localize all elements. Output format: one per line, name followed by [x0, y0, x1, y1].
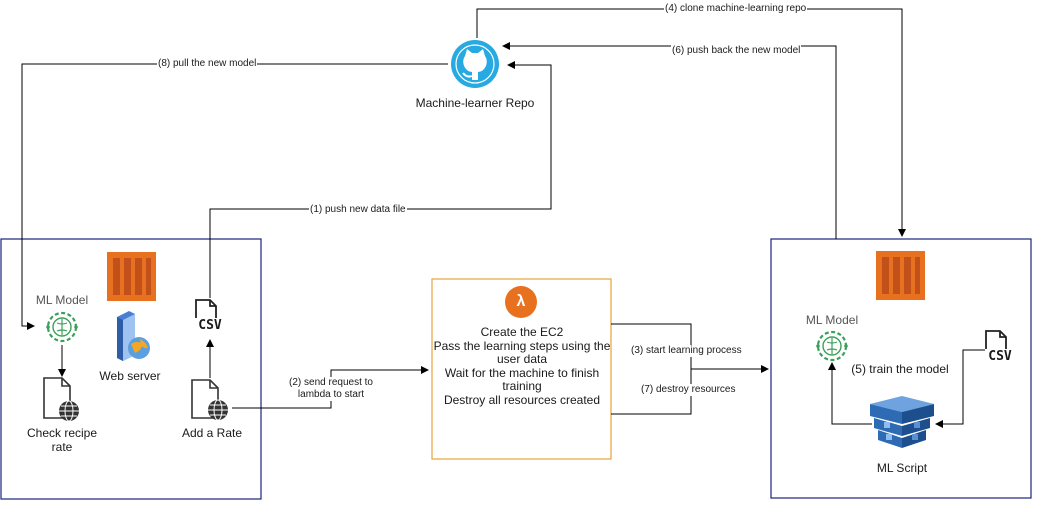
train-model-label: (5) train the model [851, 362, 949, 376]
edge-label-2: (2) send request to lambda to start [280, 377, 382, 401]
edge-label-6: (6) push back the new model [671, 45, 802, 57]
lambda-line-3: Wait for the machine to finish training [444, 365, 600, 393]
edge-clone-repo [476, 8, 906, 237]
edge-pull-new-model [21, 63, 448, 330]
csv-label-right: CSV [988, 349, 1012, 364]
ml-model-label-left: ML Model [35, 293, 89, 307]
web-server-icon [117, 311, 150, 361]
web-server-label: Web server [99, 369, 161, 383]
edge-push-back-model [502, 42, 837, 239]
add-rate-label: Add a Rate [181, 426, 243, 440]
ec2-icon-left [107, 252, 156, 301]
csv-file-icon-left [195, 299, 217, 318]
check-recipe-file-icon [43, 377, 79, 422]
lambda-container [431, 278, 612, 460]
add-rate-file-icon [191, 379, 228, 421]
github-icon [451, 40, 499, 88]
ec2-icon-right [876, 251, 925, 300]
edge-label-8: (8) pull the new model [157, 58, 258, 70]
ml-model-label-right: ML Model [805, 313, 859, 327]
edge-label-1: (1) push new data file [309, 204, 407, 216]
ml-model-icon-left [46, 311, 78, 343]
csv-file-icon-right [985, 330, 1007, 349]
edge-label-4: (4) clone machine-learning repo [664, 3, 808, 15]
lambda-description: Create the EC2 Pass the learning steps u… [432, 325, 612, 407]
repo-label: Machine-learner Repo [415, 96, 535, 110]
edge-csv-to-script [935, 349, 985, 428]
ml-script-label: ML Script [876, 461, 928, 475]
edge-label-7: (7) destroy resources [640, 384, 737, 396]
lambda-line-1: Create the EC2 [480, 325, 564, 339]
edge-script-to-model [828, 362, 872, 425]
edge-push-new-data [209, 61, 552, 298]
left-server-container [0, 238, 262, 500]
ml-script-icon [870, 396, 934, 448]
right-server-container [770, 238, 1032, 499]
lambda-line-2: Pass the learning steps using the user d… [433, 338, 611, 366]
ml-model-icon-right [816, 330, 848, 362]
csv-label-left: CSV [198, 318, 222, 333]
lambda-line-4: Destroy all resources created [443, 392, 601, 407]
edge-label-3: (3) start learning process [630, 345, 743, 357]
lambda-icon [505, 286, 537, 318]
lambda-glyph: λ [516, 293, 526, 310]
check-recipe-label: Check recipe rate [26, 426, 98, 454]
